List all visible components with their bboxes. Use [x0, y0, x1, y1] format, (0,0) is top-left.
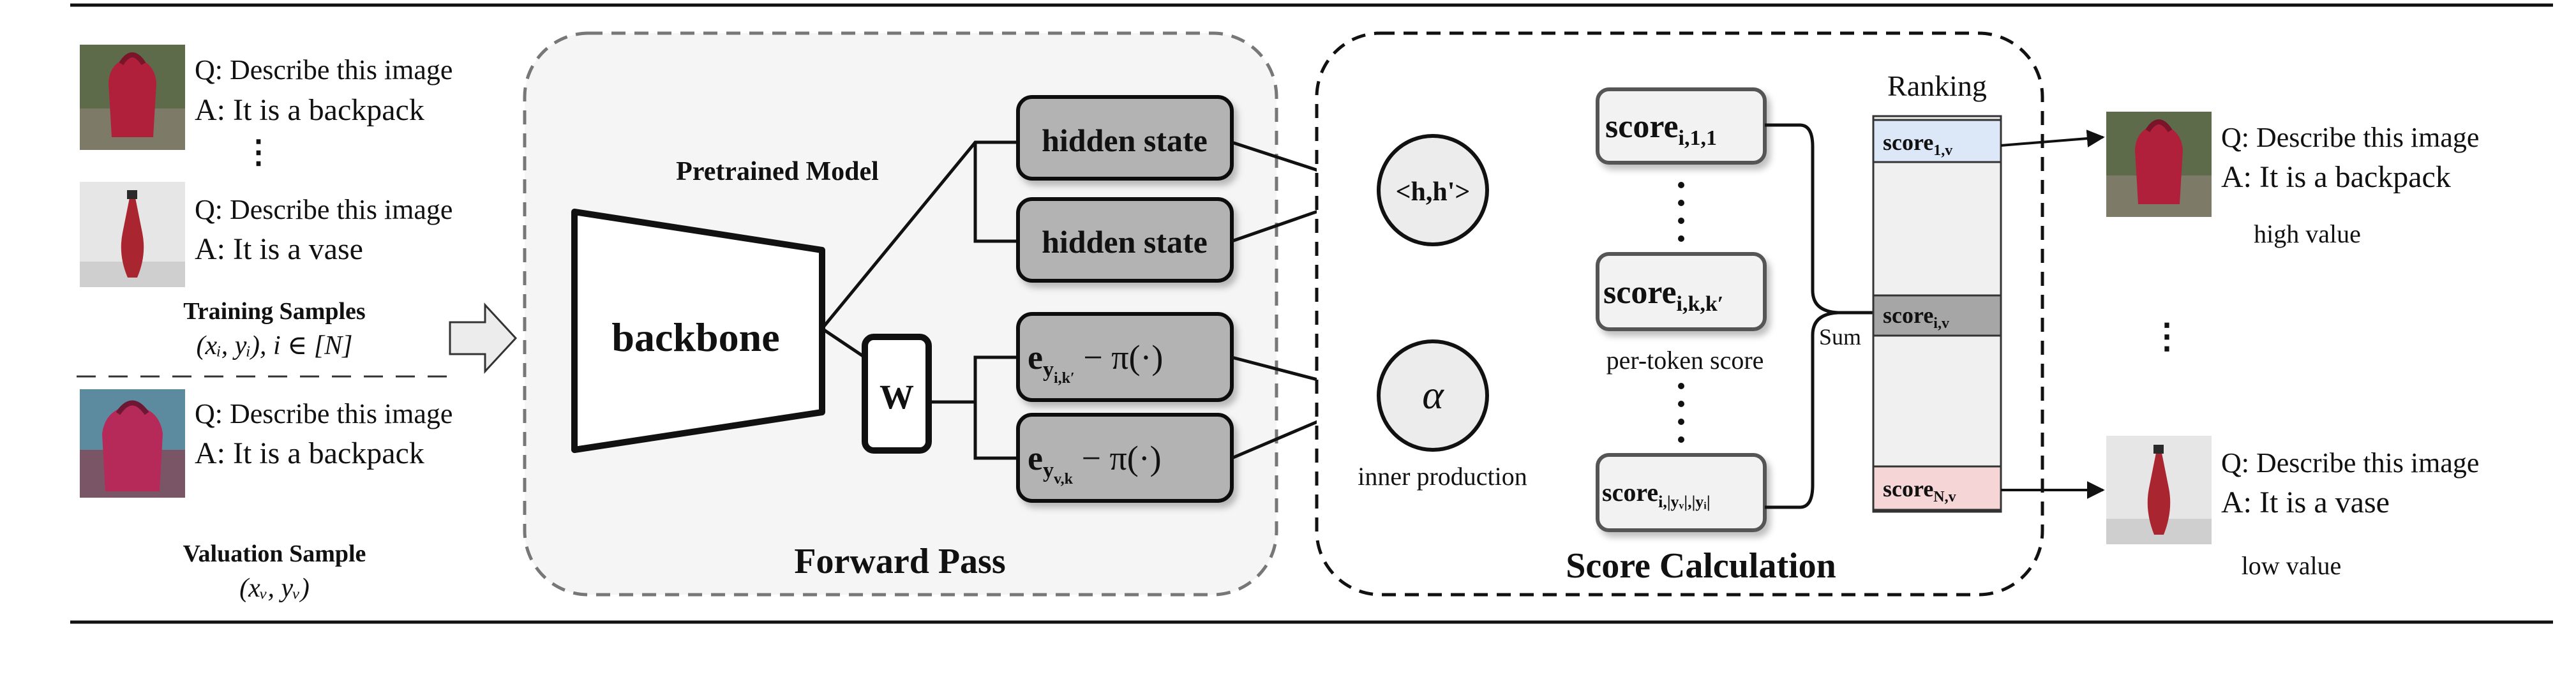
backbone-trapezoid — [571, 209, 825, 453]
training-sample-2: Q: Describe this image A: It is a vase — [80, 182, 453, 287]
embedding-box-training: eyi,k′ − π(·) — [1016, 312, 1234, 402]
valuation-sample: Q: Describe this image A: It is a backpa… — [80, 389, 453, 603]
svg-text:eyi,k′ − π(·): eyi,k′ − π(·) — [1028, 338, 1163, 387]
svg-text:α: α — [1422, 372, 1444, 417]
svg-text:scorei,|yᵥ|,|yᵢ|: scorei,|yᵥ|,|yᵢ| — [1602, 478, 1711, 511]
sample-2-answer: A: It is a vase — [195, 232, 363, 266]
backpack-thumbnail-icon — [80, 45, 185, 150]
svg-text:hidden state: hidden state — [1042, 224, 1208, 260]
sample-1-question: Q: Describe this image — [195, 54, 453, 86]
results-ellipsis: ⋮ — [2150, 317, 2184, 355]
svg-text:eyv,k − π(·): eyv,k − π(·) — [1028, 439, 1162, 487]
svg-text:scorei,v: scorei,v — [1883, 302, 1949, 332]
hidden-state-box-2: hidden state — [1016, 197, 1234, 283]
valuation-question: Q: Describe this image — [195, 398, 453, 429]
backbone-connectors — [821, 140, 1018, 460]
sample-1-answer: A: It is a backpack — [195, 93, 424, 127]
forward-pass-title: Forward Pass — [794, 542, 1005, 581]
valuation-answer: A: It is a backpack — [195, 436, 424, 470]
ranking-score-first: score1,v — [1872, 119, 2002, 163]
low-value-label: low value — [2242, 551, 2342, 580]
alpha-circle: α — [1377, 339, 1489, 452]
sum-label: Sum — [1819, 324, 1861, 350]
training-ellipsis: ⋮ — [243, 134, 274, 170]
inner-production-caption: inner production — [1358, 462, 1527, 491]
score-box-top: scorei,1,1 — [1596, 87, 1767, 165]
high-question: Q: Describe this image — [2221, 122, 2479, 153]
w-matrix-box — [862, 334, 932, 454]
embedding-box-valuation: eyv,k − π(·) — [1016, 413, 1234, 503]
low-question: Q: Describe this image — [2221, 447, 2479, 479]
score-calculation-title: Score Calculation — [1566, 546, 1836, 586]
valuation-sample-label: Valuation Sample — [183, 540, 366, 567]
ranking-score-last: scoreN,v — [1872, 465, 2002, 511]
score-box-middle: scorei,k,k′ — [1596, 252, 1767, 331]
sample-2-question: Q: Describe this image — [195, 194, 453, 225]
pretrained-model-label: Pretrained Model — [676, 157, 879, 186]
result-low: Q: Describe this image A: It is a vase l… — [2106, 436, 2479, 580]
high-value-arrow — [2000, 130, 2105, 147]
result-high: Q: Describe this image A: It is a backpa… — [2106, 112, 2479, 248]
high-answer: A: It is a backpack — [2221, 160, 2451, 194]
training-samples-label: Training Samples — [183, 298, 365, 325]
hidden-state-box-1: hidden state — [1016, 95, 1234, 181]
low-answer: A: It is a vase — [2221, 486, 2390, 519]
vase-thumbnail-icon — [80, 182, 185, 287]
backpack-valuation-thumbnail-icon — [80, 389, 185, 498]
ranking-score-middle: scorei,v — [1872, 294, 2002, 337]
svg-text:<h,h'>: <h,h'> — [1396, 177, 1471, 207]
svg-text:score1,v: score1,v — [1883, 130, 1952, 159]
w-matrix-label: W — [880, 378, 914, 416]
svg-text:scorei,k,k′: scorei,k,k′ — [1603, 274, 1723, 316]
high-value-label: high value — [2254, 219, 2361, 248]
vase-result-thumbnail-icon — [2106, 436, 2212, 544]
svg-text:hidden state: hidden state — [1042, 123, 1208, 158]
input-arrow-icon — [449, 302, 518, 374]
svg-text:scoreN,v: scoreN,v — [1883, 476, 1956, 505]
training-sample-1: Q: Describe this image A: It is a backpa… — [80, 45, 453, 150]
svg-text:scorei,1,1: scorei,1,1 — [1605, 108, 1717, 150]
per-token-score-caption: per-token score — [1606, 346, 1764, 375]
score-dots — [1678, 182, 1684, 443]
training-samples-notation: (xᵢ, yᵢ), i ∈ [N] — [196, 331, 352, 361]
score-box-bottom: scorei,|yᵥ|,|yᵢ| — [1596, 453, 1767, 532]
backbone-label: backbone — [611, 315, 779, 360]
backpack-result-thumbnail-icon — [2106, 112, 2212, 217]
valuation-sample-notation: (xᵥ, yᵥ) — [239, 574, 310, 603]
inner-product-circle: <h,h'> — [1377, 134, 1489, 246]
ranking-title: Ranking — [1887, 70, 1987, 102]
